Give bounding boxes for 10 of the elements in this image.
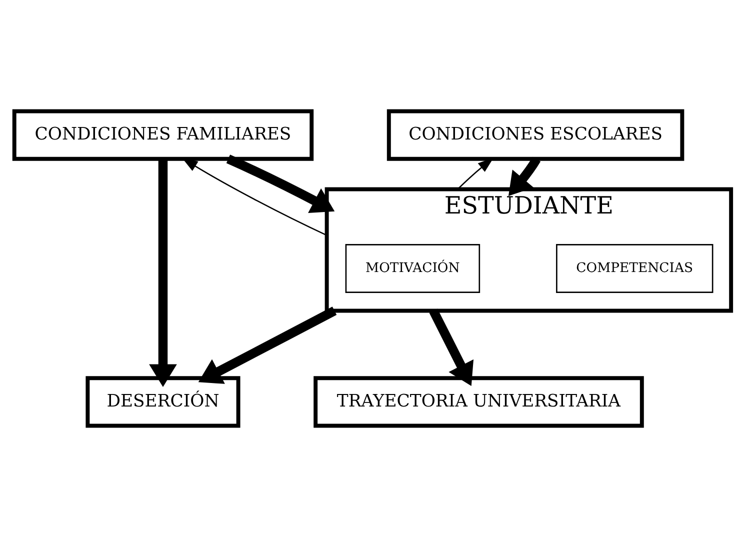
node-box: CONDICIONES FAMILIARES bbox=[12, 108, 314, 160]
node-box: CONDICIONES ESCOLARES bbox=[386, 108, 684, 160]
node-box: MOTIVACIÓN bbox=[345, 244, 480, 292]
node-box: DESERCIÓN bbox=[86, 376, 240, 428]
arrow bbox=[149, 158, 177, 386]
node-box: TRAYECTORIA UNIVERSITARIA bbox=[314, 376, 644, 428]
arrow bbox=[429, 308, 474, 386]
arrow bbox=[198, 306, 337, 384]
arrow bbox=[508, 156, 541, 196]
node-box: COMPETENCIAS bbox=[556, 244, 714, 292]
